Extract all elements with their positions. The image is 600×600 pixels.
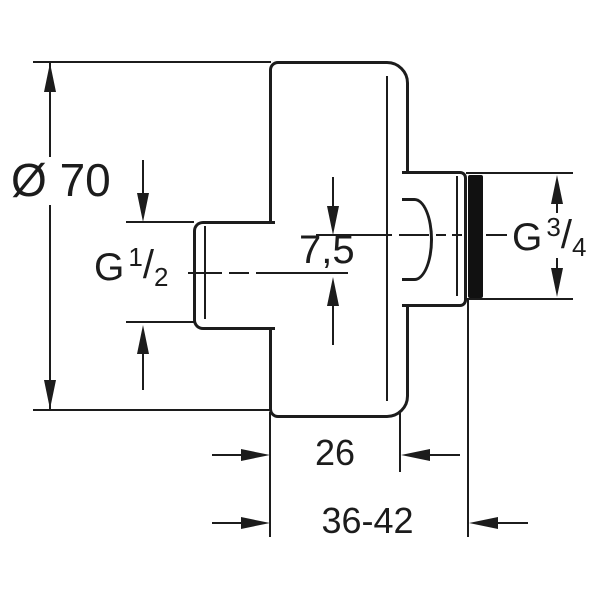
centerline-left-axis	[188, 272, 222, 274]
centerline-right-axis	[316, 234, 392, 236]
diameter-value: 70	[59, 154, 111, 206]
ext-body-right-vertical	[399, 412, 401, 472]
dim-26-arrow-left	[401, 449, 430, 461]
dim-dia-line	[49, 205, 51, 409]
dim-g34-shaft-bottom	[556, 258, 558, 268]
centerline-right-axis	[486, 234, 507, 236]
dim-offset-arrow-up	[327, 277, 339, 306]
dim-26-shaft-left	[212, 454, 242, 456]
thread-left-slash: /	[142, 243, 154, 287]
body-face-contour-line	[386, 76, 388, 401]
seal-band	[468, 175, 483, 298]
diameter-symbol: Ø	[11, 154, 47, 206]
centerline-right-axis	[399, 234, 429, 236]
dim-range-shaft-right	[498, 522, 528, 524]
dim-26-shaft-right	[430, 454, 460, 456]
dim-g12-shaft-top	[142, 160, 144, 193]
dim-dia-ext-bottom	[33, 409, 271, 411]
dim-g12-shaft-bottom	[142, 354, 144, 390]
dim-g12-ext-bottom	[126, 321, 194, 323]
dim-g34-shaft-top	[556, 204, 558, 213]
ext-seal-face-vertical	[467, 300, 469, 537]
dim-g34-ext-top	[466, 172, 573, 174]
thread-right-prefix: G	[512, 216, 543, 259]
dim-dia-line	[49, 63, 51, 159]
left-thread-stub	[193, 221, 275, 330]
label-diameter: Ø 70	[8, 157, 114, 203]
right-stub-chamfer-line	[456, 176, 458, 296]
centerline-left-axis	[256, 272, 348, 274]
dim-dia-arrow-down	[44, 380, 56, 409]
thread-left-numerator: 1	[128, 242, 143, 272]
thread-right-numerator: 3	[546, 212, 561, 242]
label-offset: 7,5	[299, 228, 355, 272]
centerline-right-axis	[452, 234, 462, 236]
thread-right-denominator: 4	[571, 232, 587, 262]
dim-offset-shaft-top	[332, 177, 334, 207]
thread-left-prefix: G	[94, 246, 125, 289]
dim-offset-arrow-down	[327, 206, 339, 235]
thread-left-denominator: 2	[153, 262, 169, 292]
dim-g34-arrow-up	[551, 175, 563, 204]
dim-26-arrow-right	[241, 449, 270, 461]
dim-range-arrow-right	[241, 517, 270, 529]
label-install-range: 36-42	[321, 500, 414, 541]
dim-g12-ext-top	[126, 221, 194, 223]
dim-range-shaft-left	[212, 522, 242, 524]
dim-g12-arrow-down	[137, 193, 149, 222]
dim-offset-shaft-bottom	[332, 306, 334, 345]
dim-dia-ext-top	[33, 61, 271, 63]
inner-bore-outline	[402, 198, 433, 281]
centerline-left-axis	[229, 272, 249, 274]
dim-g12-arrow-up	[137, 325, 149, 354]
dim-dia-arrow-up	[44, 63, 56, 92]
thread-right-slash: /	[560, 213, 572, 257]
ext-body-left-vertical	[269, 412, 271, 537]
dim-g34-arrow-down	[551, 268, 563, 297]
dim-g34-ext-bottom	[466, 298, 573, 300]
dim-range-arrow-left	[469, 517, 498, 529]
centerline-right-axis	[436, 234, 446, 236]
label-depth: 26	[314, 432, 356, 473]
